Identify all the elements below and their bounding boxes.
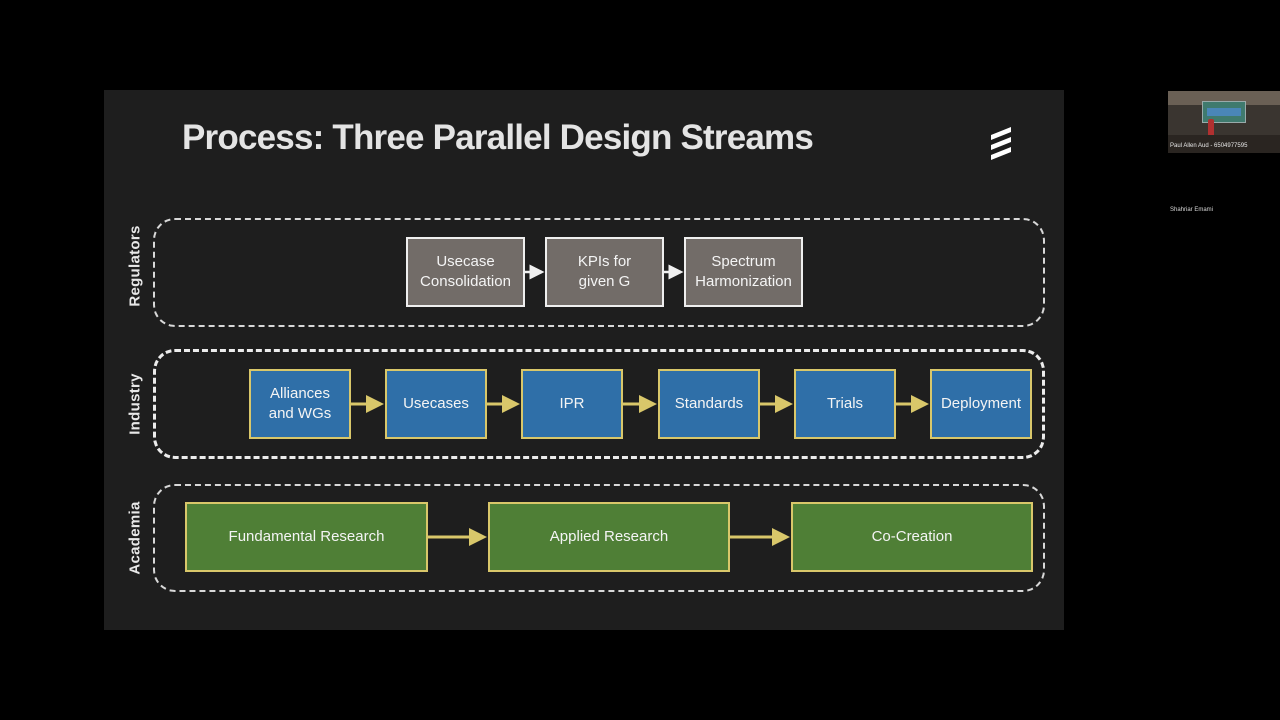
video-room-desk bbox=[1168, 135, 1280, 153]
industry-lane bbox=[153, 349, 1045, 459]
step-applied-research: Applied Research bbox=[488, 502, 730, 572]
slide-title: Process: Three Parallel Design Streams bbox=[182, 118, 814, 157]
step-alliances-and-wgs: Alliances and WGs bbox=[249, 369, 351, 439]
regulators-lane bbox=[153, 218, 1045, 327]
step-trials: Trials bbox=[794, 369, 896, 439]
presentation-slide: Process: Three Parallel Design Streams R… bbox=[104, 90, 1064, 630]
ericsson-logo-icon bbox=[991, 127, 1011, 160]
step-usecase-consolidation: Usecase Consolidation bbox=[406, 237, 525, 307]
step-ipr: IPR bbox=[521, 369, 623, 439]
step-kpis-for-given-g: KPIs for given G bbox=[545, 237, 664, 307]
step-usecases: Usecases bbox=[385, 369, 487, 439]
video-room-ceiling bbox=[1168, 91, 1280, 105]
participant-name[interactable]: Shahriar Emami bbox=[1170, 207, 1214, 213]
participant-video-thumbnail[interactable] bbox=[1168, 91, 1280, 153]
participant-name: Paul Allen Aud - 6504977595 bbox=[1170, 143, 1248, 149]
step-deployment: Deployment bbox=[930, 369, 1032, 439]
step-spectrum-harmonization: Spectrum Harmonization bbox=[684, 237, 803, 307]
step-standards: Standards bbox=[658, 369, 760, 439]
step-co-creation: Co-Creation bbox=[791, 502, 1033, 572]
video-presenter bbox=[1208, 119, 1214, 137]
step-fundamental-research: Fundamental Research bbox=[185, 502, 428, 572]
video-room-screen bbox=[1202, 101, 1246, 123]
academia-lane bbox=[153, 484, 1045, 592]
